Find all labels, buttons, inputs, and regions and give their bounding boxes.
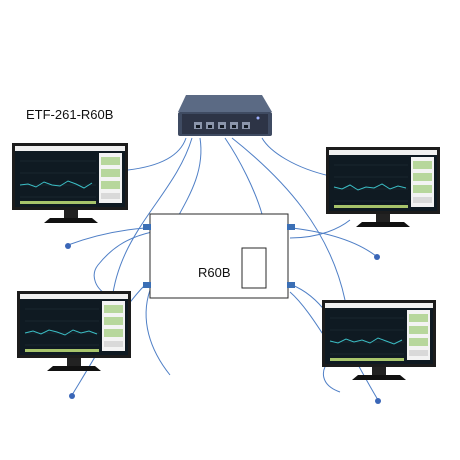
monitor-top-right [326, 147, 440, 227]
cable-switch-to-top-left-monitor [127, 137, 187, 171]
cable-device-left-upper [67, 227, 146, 246]
monitor-lower-left [17, 291, 131, 371]
probe-icon [375, 398, 381, 404]
cable-switch-to-device-b [224, 137, 263, 215]
cable-device-right-to-top-right-monitor [289, 219, 351, 239]
probe-icon [65, 243, 71, 249]
probe-icon [374, 254, 380, 260]
cable-switch-to-top-right-monitor [261, 137, 331, 177]
diagram-title-label: ETF-261-R60B [26, 107, 113, 122]
monitor-top-left [12, 143, 128, 223]
cable-switch-to-lower-right-monitor [231, 137, 346, 301]
probe-icon [69, 393, 75, 399]
probe-endpoints [65, 243, 381, 404]
r60b-device-icon [143, 213, 295, 299]
cable-device-right-upper [291, 227, 377, 257]
cable-device-left-to-top-left-monitor [93, 231, 153, 297]
network-switch-icon [178, 95, 272, 136]
cable-device-bottom-left-wire [145, 289, 171, 376]
cable-switch-to-lower-left-monitor [111, 137, 193, 301]
device-label: R60B [198, 265, 231, 280]
monitor-lower-right [322, 300, 436, 380]
